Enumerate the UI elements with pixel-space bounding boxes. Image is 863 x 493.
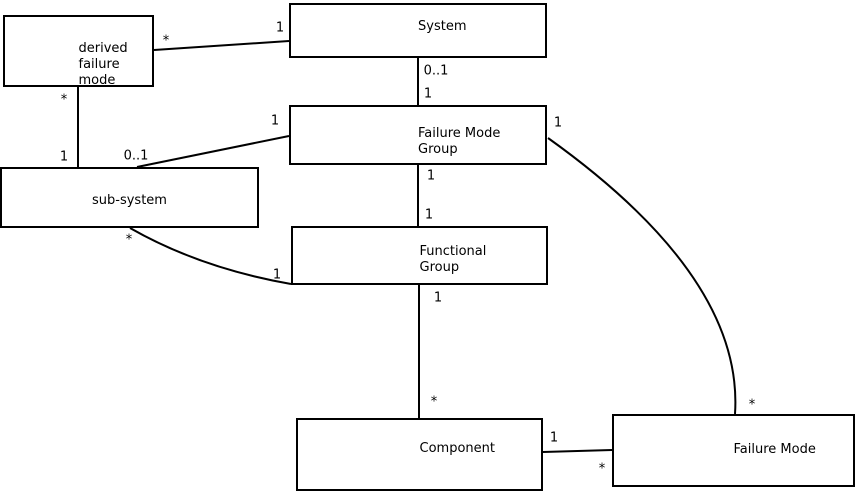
entity-sub-system: sub-system: [0, 167, 259, 228]
entity-component-label: Component: [419, 441, 495, 456]
connector-failure-mode-group-failure-mode: [547, 137, 737, 415]
multiplicity-fg-end-of-component-link: 1: [433, 290, 443, 306]
connector-sub-system-functional-group: [129, 227, 292, 285]
entity-functional-group-label: Functional Group: [419, 244, 487, 275]
entity-system: System: [289, 3, 547, 58]
multiplicity-system-end-of-fmg-link: 0..1: [423, 63, 449, 79]
connector-component-failure-mode: [542, 449, 613, 453]
multiplicity-system-end-of-derived-link: 1: [275, 20, 285, 36]
entity-derived-failure-mode-label: derived failure mode: [78, 41, 128, 88]
multiplicity-fmg-end-of-system-link: 1: [423, 86, 433, 102]
multiplicity-failuremode-end-of-component-link: *: [598, 461, 606, 477]
multiplicity-failuremode-end-of-fmg-link: *: [748, 397, 756, 413]
multiplicity-subsystem-end-of-derived-link: 1: [59, 149, 69, 165]
connector-failure-mode-group-sub-system: [136, 135, 290, 168]
entity-component: Component: [296, 418, 543, 491]
multiplicity-subsystem-end-of-fmg-link: 0..1: [123, 148, 149, 164]
multiplicity-component-end-of-fg-link: *: [430, 394, 438, 410]
entity-system-label: System: [418, 19, 467, 34]
entity-failure-mode-label: Failure Mode: [733, 442, 816, 457]
multiplicity-fg-end-of-fmg-link: 1: [424, 207, 434, 223]
multiplicity-derived-end-of-subsystem-link: *: [60, 92, 68, 108]
multiplicity-derived-end-of-system-link: *: [162, 33, 170, 49]
entity-functional-group: Functional Group: [291, 226, 548, 285]
multiplicity-component-end-of-failuremode-link: 1: [549, 430, 559, 446]
entity-derived-failure-mode: derived failure mode: [3, 15, 154, 88]
multiplicity-fmg-end-of-subsystem-link: 1: [270, 113, 280, 129]
entity-failure-mode: Failure Mode: [612, 414, 855, 487]
entity-failure-mode-group: Failure Mode Group: [289, 105, 547, 165]
multiplicity-fmg-end-of-failuremode-link: 1: [553, 115, 563, 131]
entity-failure-mode-group-label: Failure Mode Group: [418, 126, 501, 157]
entity-sub-system-label: sub-system: [92, 193, 167, 208]
multiplicity-subsystem-end-of-fg-link: *: [125, 232, 133, 248]
multiplicity-fmg-end-of-fg-link: 1: [426, 168, 436, 184]
connector-derived-failure-mode-system: [153, 40, 290, 51]
multiplicity-fg-end-of-subsystem-link: 1: [272, 267, 282, 283]
